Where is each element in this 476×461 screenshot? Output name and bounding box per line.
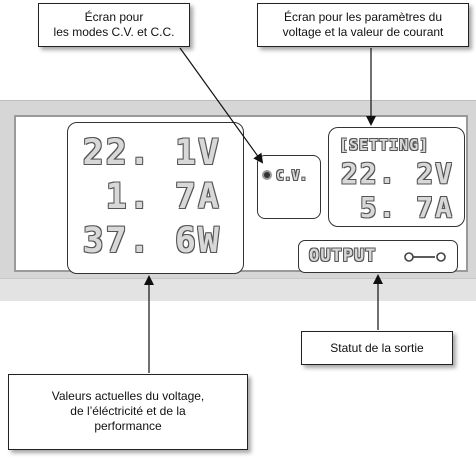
actual-current: 1. 7A (105, 177, 221, 217)
callout-text: les modes C.V. et C.C. (53, 25, 175, 39)
pointer-mode (179, 47, 264, 164)
callout-text: performance (94, 419, 162, 433)
actual-power: 37. 6W (82, 221, 221, 261)
switch-open-icon (404, 252, 446, 262)
callout-text: Écran pour les paramètres du (283, 10, 443, 24)
setting-voltage: 22. 2V (340, 157, 454, 190)
callout-actual-values: Valeurs actuelles du voltage, de l’éléct… (8, 374, 248, 450)
actual-values-panel: 22. 1V 1. 7A 37. 6W (67, 122, 244, 274)
setting-panel: [SETTING] 22. 2V 5. 7A (328, 127, 465, 227)
callout-text: Écran pour (84, 10, 144, 24)
output-panel: OUTPUT (298, 240, 458, 273)
output-label: OUTPUT (309, 246, 377, 266)
setting-current: 5. 7A (359, 191, 454, 224)
mode-indicator-icon (262, 170, 272, 180)
callout-text: Statut de la sortie (330, 341, 424, 355)
callout-text: voltage et la valeur de courant (282, 25, 444, 39)
callout-mode-screen: Écran pour les modes C.V. et C.C. (38, 3, 190, 47)
actual-voltage: 22. 1V (82, 133, 221, 173)
callout-setting-screen: Écran pour les paramètres du voltage et … (257, 3, 469, 47)
callout-output-status: Statut de la sortie (301, 331, 453, 365)
callout-text: de l’éléctricité et de la (70, 404, 186, 418)
mode-label: C.V. (276, 169, 308, 184)
mode-panel: C.V. (257, 155, 321, 219)
setting-title: [SETTING] (339, 136, 430, 154)
callout-text: Valeurs actuelles du voltage, (51, 389, 205, 403)
lower-panel-strip (0, 278, 476, 301)
